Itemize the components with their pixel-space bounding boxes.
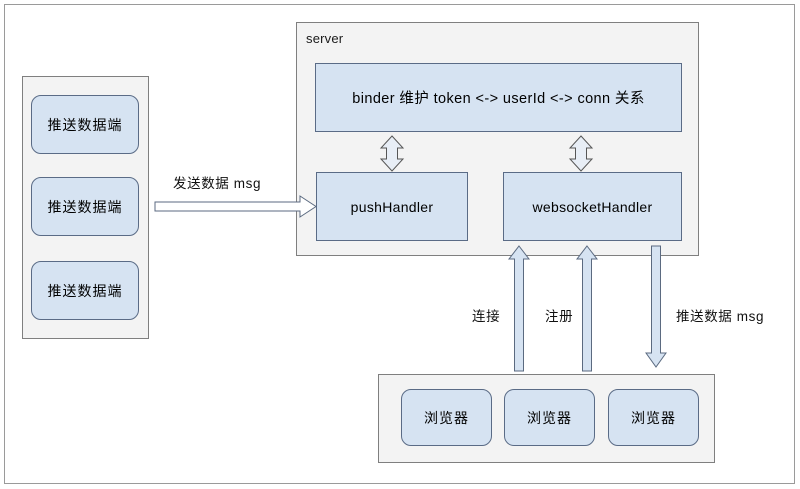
push-data-label: 推送数据 msg [676, 309, 765, 324]
register-label: 注册 [545, 309, 574, 324]
browser-node-3[interactable]: 浏览器 [608, 389, 699, 446]
binder-node[interactable]: binder 维护 token <-> userId <-> conn 关系 [315, 63, 682, 132]
browser-node-2[interactable]: 浏览器 [504, 389, 595, 446]
push-handler-label: pushHandler [350, 198, 434, 215]
producer-node-1[interactable]: 推送数据端 [31, 95, 139, 154]
browser-node-2-label: 浏览器 [527, 409, 572, 426]
websocket-handler-node[interactable]: websocketHandler [503, 172, 682, 241]
producer-node-1-label: 推送数据端 [47, 116, 123, 133]
browser-node-3-label: 浏览器 [631, 409, 676, 426]
websocket-handler-label: websocketHandler [532, 198, 653, 215]
producer-node-3[interactable]: 推送数据端 [31, 261, 139, 320]
binder-node-label: binder 维护 token <-> userId <-> conn 关系 [352, 91, 645, 107]
producer-node-2[interactable]: 推送数据端 [31, 177, 139, 236]
server-panel-label: server [306, 31, 344, 46]
push-handler-node[interactable]: pushHandler [316, 172, 468, 241]
browser-node-1[interactable]: 浏览器 [401, 389, 492, 446]
send-data-label: 发送数据 msg [173, 176, 262, 191]
producer-node-3-label: 推送数据端 [47, 282, 123, 299]
browser-node-1-label: 浏览器 [424, 409, 469, 426]
connect-label: 连接 [472, 309, 501, 324]
producer-node-2-label: 推送数据端 [47, 198, 123, 215]
